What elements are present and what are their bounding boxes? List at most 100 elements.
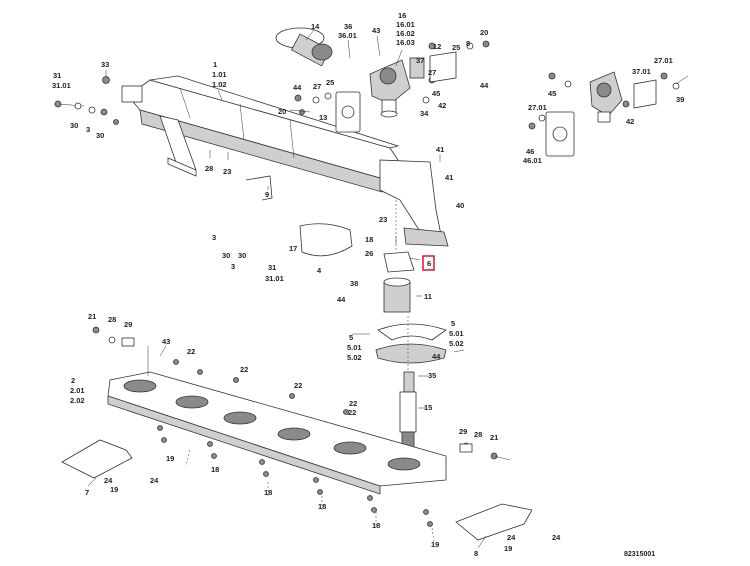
label-3c[interactable]: 3 (231, 262, 235, 271)
label-43[interactable]: 43 (372, 26, 380, 35)
label-30b[interactable]: 30 (96, 131, 104, 140)
label-5-02a[interactable]: 5.02 (347, 353, 362, 362)
gasket-plate-12[interactable] (409, 51, 457, 83)
label-9[interactable]: 9 (265, 190, 269, 199)
label-14[interactable]: 14 (311, 22, 320, 31)
label-23b[interactable]: 23 (379, 215, 387, 224)
gearbox[interactable] (369, 59, 411, 118)
label-24a[interactable]: 24 (104, 476, 113, 485)
label-39[interactable]: 39 (676, 95, 684, 104)
label-38[interactable]: 38 (350, 279, 358, 288)
label-30d[interactable]: 30 (238, 251, 246, 260)
label-12[interactable]: 12 (433, 42, 441, 51)
label-22c[interactable]: 22 (294, 381, 302, 390)
label-19b[interactable]: 19 (110, 485, 118, 494)
label-16-03[interactable]: 16.03 (396, 38, 415, 47)
label-34[interactable]: 34 (420, 109, 429, 118)
cutter-bar[interactable] (107, 346, 447, 495)
label-41b[interactable]: 41 (445, 173, 453, 182)
label-22e[interactable]: 22 (348, 408, 356, 417)
label-5-01a[interactable]: 5.01 (347, 343, 362, 352)
drive-shaft[interactable] (275, 27, 333, 67)
label-33[interactable]: 33 (101, 60, 109, 69)
label-44[interactable]: 44 (293, 83, 302, 92)
label-36[interactable]: 36 (344, 22, 352, 31)
label-16[interactable]: 16 (398, 11, 406, 20)
label-1[interactable]: 1 (213, 60, 217, 69)
label-24b[interactable]: 24 (150, 476, 159, 485)
label-35[interactable]: 35 (428, 371, 436, 380)
gasket-plate-13[interactable] (335, 91, 361, 133)
label-8[interactable]: 8 (466, 39, 470, 48)
label-25b[interactable]: 25 (326, 78, 334, 87)
label-45-inset[interactable]: 45 (548, 89, 556, 98)
label-1-02[interactable]: 1.02 (212, 80, 227, 89)
label-37-01[interactable]: 37.01 (632, 67, 651, 76)
label-28b[interactable]: 28 (108, 315, 116, 324)
skid-8[interactable] (455, 503, 533, 541)
label-5b[interactable]: 5 (451, 319, 455, 328)
label-27[interactable]: 27 (313, 82, 321, 91)
bolt-group-inset[interactable] (528, 72, 689, 130)
label-31-01[interactable]: 31.01 (52, 81, 71, 90)
label-4[interactable]: 4 (317, 266, 322, 275)
label-18e[interactable]: 18 (372, 521, 380, 530)
label-21b[interactable]: 21 (490, 433, 498, 442)
label-31b[interactable]: 31 (268, 263, 276, 272)
label-45[interactable]: 45 (432, 89, 440, 98)
blade-bolts[interactable] (92, 326, 511, 527)
label-23a[interactable]: 23 (223, 167, 231, 176)
label-24d[interactable]: 24 (552, 533, 561, 542)
label-3b[interactable]: 3 (212, 233, 216, 242)
label-11[interactable]: 11 (424, 292, 432, 301)
label-31[interactable]: 31 (53, 71, 61, 80)
label-3a[interactable]: 3 (86, 125, 90, 134)
label-19a[interactable]: 19 (166, 454, 174, 463)
label-5-02b[interactable]: 5.02 (449, 339, 464, 348)
label-5-01b[interactable]: 5.01 (449, 329, 464, 338)
label-2-01[interactable]: 2.01 (70, 386, 85, 395)
label-7[interactable]: 7 (85, 488, 89, 497)
label-17[interactable]: 17 (289, 244, 297, 253)
skid-7[interactable] (61, 439, 133, 479)
label-29b[interactable]: 29 (459, 427, 467, 436)
label-20[interactable]: 20 (480, 28, 488, 37)
gasket-plate-inset[interactable] (545, 79, 657, 157)
bearing-housing-6-11[interactable] (383, 251, 415, 313)
label-44c[interactable]: 44 (337, 295, 346, 304)
label-42-inset[interactable]: 42 (626, 117, 634, 126)
cutter-discs[interactable] (123, 379, 421, 471)
label-40[interactable]: 40 (456, 201, 464, 210)
skid-ring-5[interactable] (375, 323, 447, 364)
label-19c[interactable]: 19 (431, 540, 439, 549)
label-26[interactable]: 26 (365, 249, 373, 258)
label-21a[interactable]: 21 (88, 312, 96, 321)
label-30c[interactable]: 30 (222, 251, 230, 260)
label-18a[interactable]: 18 (365, 235, 373, 244)
label-27-01-inset-a[interactable]: 27.01 (528, 103, 547, 112)
bolt-group-left[interactable] (54, 76, 119, 125)
label-46-01[interactable]: 46.01 (523, 156, 542, 165)
label-18d[interactable]: 18 (318, 502, 326, 511)
main-frame-beam[interactable] (121, 75, 449, 247)
label-37[interactable]: 37 (416, 56, 424, 65)
label-8b[interactable]: 8 (474, 549, 478, 558)
label-42[interactable]: 42 (438, 101, 446, 110)
label-43b[interactable]: 43 (162, 337, 170, 346)
label-22a[interactable]: 22 (187, 347, 195, 356)
label-22d[interactable]: 22 (349, 399, 357, 408)
bracket-9[interactable] (245, 175, 273, 201)
label-27-01-inset-b[interactable]: 27.01 (654, 56, 673, 65)
label-46[interactable]: 46 (526, 147, 534, 156)
label-44d[interactable]: 44 (432, 352, 441, 361)
label-18c[interactable]: 18 (264, 488, 272, 497)
label-13[interactable]: 13 (319, 113, 327, 122)
label-6[interactable]: 6 (427, 259, 431, 268)
label-31-01b[interactable]: 31.01 (265, 274, 284, 283)
label-16-02[interactable]: 16.02 (396, 29, 415, 38)
label-30a[interactable]: 30 (70, 121, 78, 130)
cover-4[interactable] (299, 223, 353, 257)
label-28c[interactable]: 28 (474, 430, 482, 439)
label-16-01[interactable]: 16.01 (396, 20, 415, 29)
label-2-02[interactable]: 2.02 (70, 396, 85, 405)
